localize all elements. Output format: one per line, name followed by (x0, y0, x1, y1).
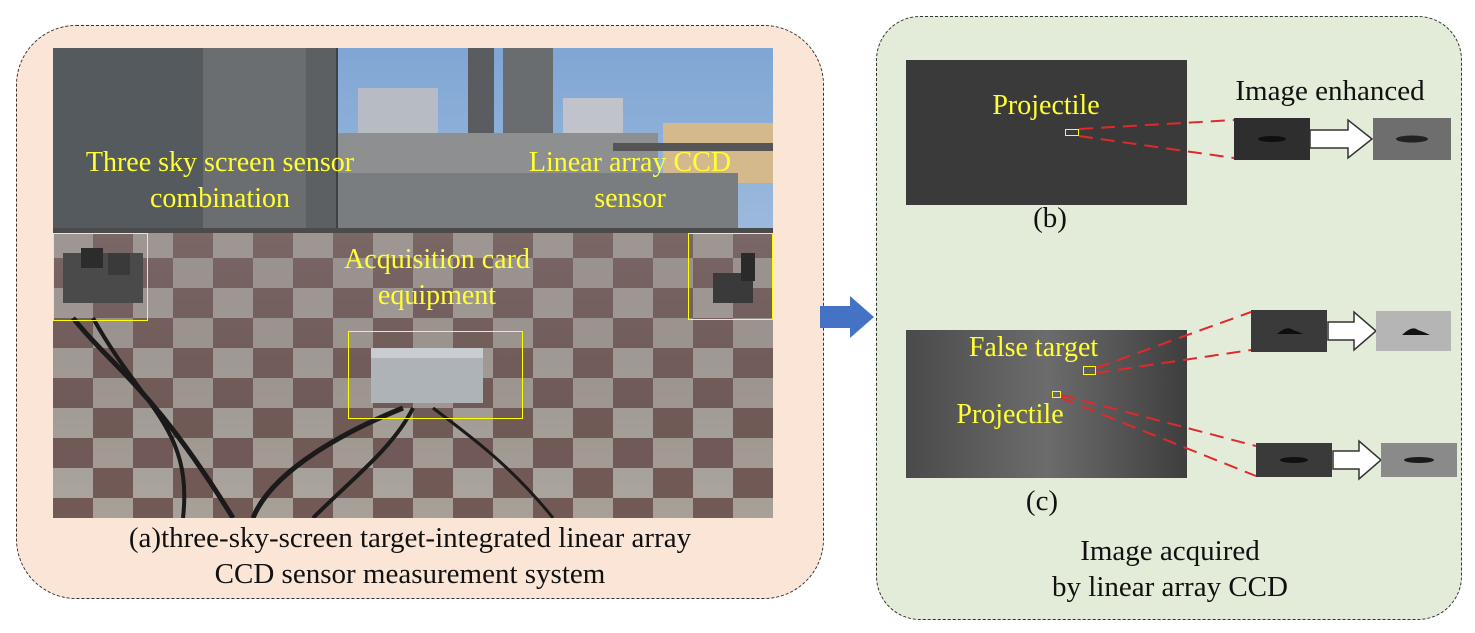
projectile-thumb-enhanced-b (1373, 118, 1451, 160)
panel-b-caption-line1: Image acquired (1080, 535, 1260, 567)
subfigure-b-label: (b) (1033, 202, 1067, 234)
projectile-thumb-raw-c (1256, 443, 1332, 477)
false-target-marker (1083, 366, 1096, 375)
projectile-marker-b (1065, 129, 1079, 136)
measurement-scene-photo (53, 48, 773, 518)
acquisition-card-label-line2: equipment (377, 280, 497, 311)
acquisition-card-label-line1: Acquisition card (344, 244, 530, 275)
projectile-label-c: Projectile (956, 399, 1064, 430)
projectile-marker-c (1052, 391, 1061, 398)
ccd-image-b (906, 60, 1187, 205)
sky-screen-label: Three sky screen sensor combination (55, 145, 385, 217)
enhance-arrow-icon-c2 (1332, 439, 1383, 481)
projectile-label-b: Projectile (992, 90, 1100, 121)
panel-a-caption: (a)three-sky-screen target-integrated li… (40, 520, 780, 592)
acquisition-card-highlight-box (348, 331, 523, 419)
sky-screen-label-line2: combination (150, 183, 290, 214)
panel-b-caption: Image acquired by linear array CCD (990, 533, 1350, 605)
panel-b-caption-line2: by linear array CCD (1052, 571, 1288, 603)
subfigure-c-label: (c) (1025, 485, 1059, 517)
enhance-arrow-icon-c1 (1327, 310, 1378, 352)
sky-screen-highlight-box (53, 233, 148, 321)
panel-a-caption-line2: CCD sensor measurement system (214, 558, 606, 590)
image-enhanced-label: Image enhanced (1235, 75, 1425, 107)
panel-a-caption-line1: (a)three-sky-screen target-integrated li… (128, 522, 692, 554)
acquisition-card-label: Acquisition card equipment (318, 242, 556, 314)
false-target-thumb-enhanced (1376, 311, 1451, 351)
projectile-thumb-enhanced-c (1381, 443, 1457, 477)
ccd-sensor-label-line2: sensor (594, 183, 666, 214)
flow-arrow-icon (820, 296, 874, 338)
ccd-sensor-highlight-box (688, 233, 773, 320)
sky-screen-label-line1: Three sky screen sensor (85, 147, 355, 178)
false-target-thumb-raw (1251, 310, 1327, 352)
projectile-thumb-raw-b (1234, 118, 1310, 160)
false-target-label: False target (968, 332, 1099, 363)
ccd-sensor-label-line1: Linear array CCD (528, 147, 732, 178)
enhance-arrow-icon-b (1309, 118, 1374, 160)
ccd-sensor-label: Linear array CCD sensor (504, 145, 756, 217)
